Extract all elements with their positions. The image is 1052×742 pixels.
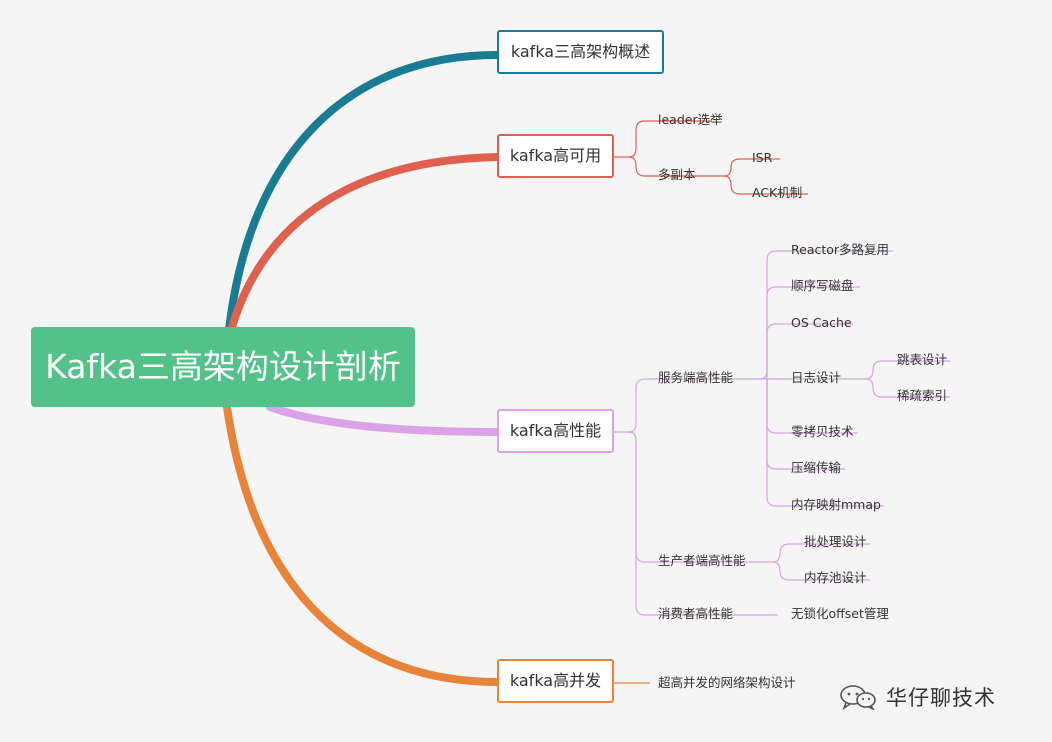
topic-leader-election[interactable]: leader选举: [658, 112, 723, 127]
topic-network-architecture[interactable]: 超高并发的网络架构设计: [658, 675, 796, 690]
topic-sequential-write[interactable]: 顺序写磁盘: [791, 278, 854, 293]
topic-zero-copy[interactable]: 零拷贝技术: [791, 424, 854, 439]
central-topic[interactable]: Kafka三高架构设计剖析: [31, 327, 415, 407]
topic-sparse-index[interactable]: 稀疏索引: [897, 388, 948, 403]
topic-mmap[interactable]: 内存映射mmap: [791, 497, 881, 512]
branch-performance[interactable]: kafka高性能: [497, 409, 614, 453]
topic-reactor[interactable]: Reactor多路复用: [791, 242, 890, 257]
topic-replicas[interactable]: 多副本: [658, 167, 696, 182]
topic-memory-pool[interactable]: 内存池设计: [804, 570, 867, 585]
topic-server-performance[interactable]: 服务端高性能: [658, 370, 734, 385]
connector-availability: [227, 153, 501, 334]
topic-compression[interactable]: 压缩传输: [791, 460, 842, 475]
branch-overview[interactable]: kafka三高架构概述: [497, 30, 664, 74]
topic-os-cache[interactable]: OS Cache: [791, 315, 852, 330]
topic-consumer-performance[interactable]: 消费者高性能: [658, 606, 734, 621]
connector-concurrency: [223, 403, 501, 686]
topic-isr[interactable]: ISR: [752, 150, 773, 165]
topic-ack[interactable]: ACK机制: [752, 185, 803, 200]
topic-batch[interactable]: 批处理设计: [804, 534, 867, 549]
watermark: 华仔聊技术: [838, 682, 996, 712]
branch-concurrency[interactable]: kafka高并发: [497, 659, 614, 703]
connector-performance: [266, 403, 501, 436]
availability-subtree-lines: [613, 120, 808, 195]
topic-log-design[interactable]: 日志设计: [791, 370, 842, 385]
connector-overview: [225, 51, 501, 334]
topic-skiplist[interactable]: 跳表设计: [897, 352, 948, 367]
topic-lockfree-offset[interactable]: 无锁化offset管理: [791, 606, 889, 621]
topic-producer-performance[interactable]: 生产者端高性能: [658, 553, 746, 568]
wechat-icon: [840, 685, 876, 710]
watermark-text: 华仔聊技术: [886, 686, 996, 710]
branch-availability[interactable]: kafka高可用: [497, 134, 614, 178]
performance-subtree-lines: [613, 250, 950, 616]
